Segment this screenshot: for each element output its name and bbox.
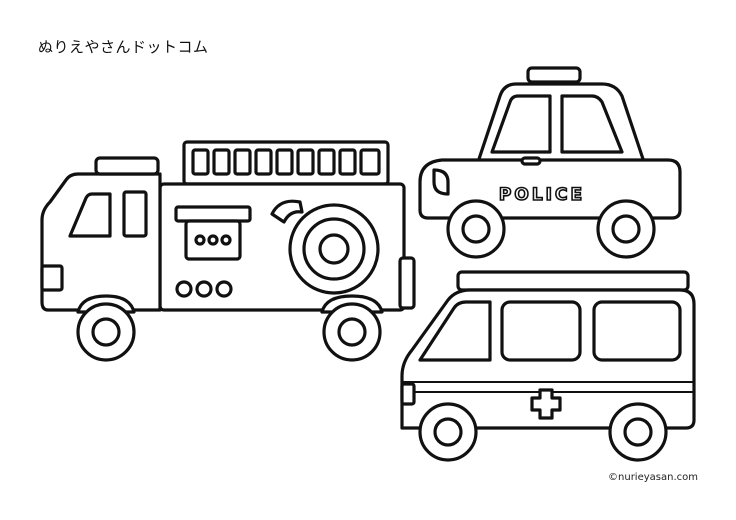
police-car-siren — [528, 68, 580, 82]
fire-truck-lamp — [197, 282, 211, 296]
fire-truck-side-window — [124, 192, 146, 236]
fire-truck-panel-top — [176, 207, 250, 221]
ambulance-light-bar — [458, 272, 688, 290]
fire-truck-rear-step — [400, 258, 414, 308]
fire-truck-hose-reel — [272, 201, 378, 293]
fire-truck-headlight — [42, 266, 62, 290]
police-car-icon: POLICE — [420, 68, 680, 257]
ambulance-front-window — [420, 302, 490, 360]
ambulance-wheel-front — [420, 404, 476, 460]
police-car-front-window — [492, 96, 550, 152]
fire-truck-lamp — [177, 282, 191, 296]
police-car-headlight — [434, 170, 448, 194]
police-car-wheel-rear — [598, 201, 654, 257]
ambulance-middle-window — [502, 302, 580, 360]
police-car-wheel-front — [448, 201, 504, 257]
police-car-rear-window — [562, 96, 622, 152]
police-car-door-handle — [522, 158, 540, 164]
ambulance-headlight — [402, 384, 414, 404]
fire-truck-wheel-rear — [322, 296, 382, 360]
fire-truck-icon — [42, 142, 414, 360]
fire-truck-wheel-front — [78, 296, 134, 360]
site-title: ぬりえやさんドットコム — [38, 38, 209, 56]
copyright-text: ©nurieyasan.com — [608, 472, 698, 483]
ambulance-icon — [402, 272, 694, 460]
medical-cross-icon — [532, 390, 560, 418]
ambulance-wheel-rear — [610, 404, 666, 460]
fire-truck-lamp — [217, 282, 231, 296]
fire-truck-ladder — [184, 142, 388, 184]
ambulance-rear-window — [594, 302, 680, 360]
police-label: POLICE — [499, 185, 585, 205]
fire-truck-front-window — [70, 194, 110, 236]
fire-truck-siren — [96, 158, 158, 174]
